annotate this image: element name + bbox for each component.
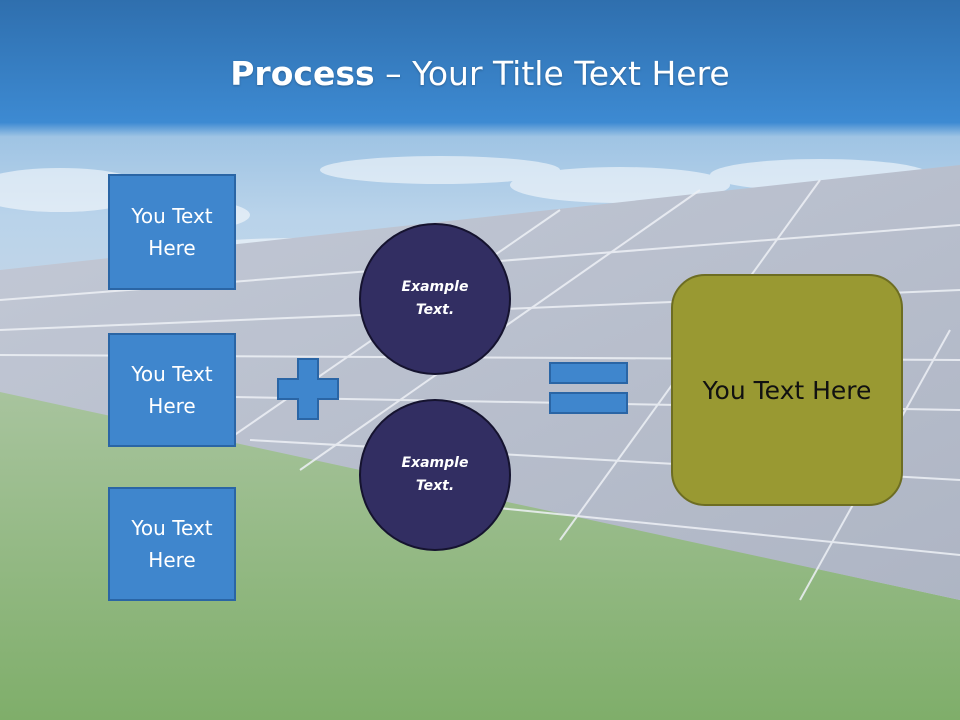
circle-label: Example Text.	[401, 279, 469, 318]
example-circle-1[interactable]: Example Text.	[359, 223, 511, 375]
input-box-1[interactable]: You Text Here	[108, 174, 236, 290]
input-box-2[interactable]: You Text Here	[108, 333, 236, 447]
title-rest-part: – Your Title Text Here	[374, 54, 730, 93]
result-box[interactable]: You Text Here	[671, 274, 903, 506]
result-label: You Text Here	[702, 375, 872, 405]
plus-icon	[277, 358, 339, 420]
equals-icon	[549, 362, 628, 414]
example-circle-2[interactable]: Example Text.	[359, 399, 511, 551]
circle-label: Example Text.	[401, 455, 469, 494]
page-title: Process – Your Title Text Here	[0, 52, 960, 96]
input-box-label: You Text Here	[131, 516, 213, 572]
title-bold-part: Process	[230, 54, 375, 93]
input-box-3[interactable]: You Text Here	[108, 487, 236, 601]
input-box-label: You Text Here	[131, 204, 213, 260]
input-box-label: You Text Here	[131, 362, 213, 418]
